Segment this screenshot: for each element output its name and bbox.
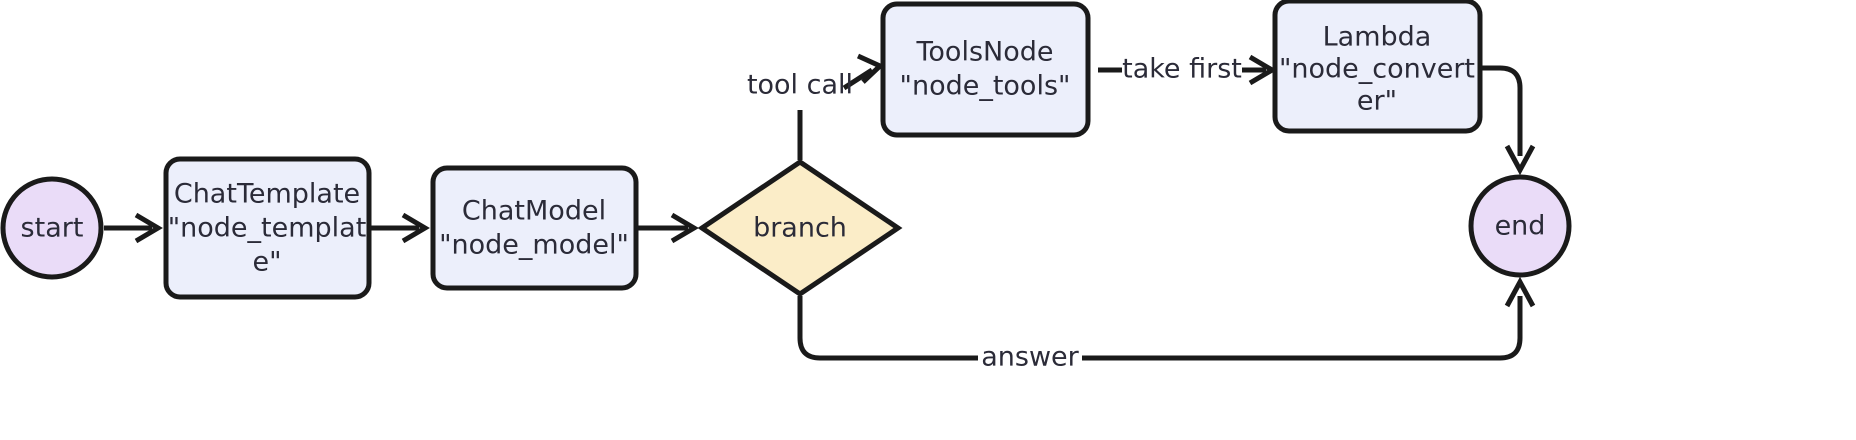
node-tools-label-line1: ToolsNode bbox=[916, 37, 1054, 68]
arrowhead-icon bbox=[1504, 276, 1536, 308]
edge-line bbox=[1480, 65, 1523, 156]
edge-start-to-template bbox=[104, 212, 163, 244]
edge-label-answer: answer bbox=[981, 342, 1079, 373]
edge-template-to-model bbox=[371, 212, 430, 244]
node-chat-template-shape[interactable] bbox=[163, 156, 372, 300]
edge-branch-to-end-answer: answer bbox=[797, 276, 1536, 375]
arrowhead-icon bbox=[1248, 54, 1277, 86]
node-converter-label-line1: Lambda bbox=[1323, 22, 1432, 53]
node-converter-shape[interactable] bbox=[1272, 0, 1483, 134]
node-end-shape[interactable] bbox=[1468, 174, 1572, 278]
node-end[interactable]: end bbox=[1468, 174, 1572, 278]
edge-line-diagonal bbox=[842, 67, 874, 91]
edge-branch-to-tools: tool call bbox=[747, 53, 885, 160]
node-chat-model[interactable]: ChatModel "node_model" bbox=[430, 165, 639, 291]
arrowhead-icon bbox=[401, 212, 430, 244]
node-converter-label-line2: "node_convert bbox=[1279, 54, 1475, 85]
node-tools-label-line2: "node_tools" bbox=[900, 71, 1071, 102]
node-chat-model-shape[interactable] bbox=[430, 165, 639, 291]
node-start[interactable]: start bbox=[0, 176, 104, 280]
edge-converter-to-end bbox=[1480, 65, 1536, 176]
node-start-label: start bbox=[21, 213, 84, 244]
arrowhead-icon bbox=[134, 212, 163, 244]
node-converter[interactable]: Lambda "node_convert er" bbox=[1272, 0, 1483, 134]
node-branch-shape[interactable] bbox=[697, 158, 903, 298]
node-converter-label-line3: er" bbox=[1357, 86, 1397, 117]
arrowhead-icon bbox=[1504, 144, 1536, 176]
node-start-shape[interactable] bbox=[0, 176, 104, 280]
node-chat-model-label-line2: "node_model" bbox=[439, 230, 629, 261]
node-chat-template-label-line3: e" bbox=[252, 247, 281, 278]
node-tools[interactable]: ToolsNode "node_tools" bbox=[880, 1, 1091, 138]
node-end-label: end bbox=[1495, 211, 1546, 242]
node-branch-label: branch bbox=[753, 213, 847, 244]
edge-line bbox=[797, 296, 1523, 361]
node-branch[interactable]: branch bbox=[697, 158, 903, 298]
edge-tools-to-converter: take first bbox=[1098, 54, 1277, 86]
arrowhead-icon bbox=[856, 53, 885, 84]
node-chat-template-label-line1: ChatTemplate bbox=[174, 179, 360, 210]
edge-label-take-first: take first bbox=[1122, 54, 1242, 85]
node-tools-shape[interactable] bbox=[880, 1, 1091, 138]
node-chat-model-label-line1: ChatModel bbox=[462, 196, 606, 227]
node-chat-template-label-line2: "node_templat bbox=[168, 213, 367, 244]
edge-label-backdrop bbox=[978, 341, 1082, 375]
arrowhead-icon bbox=[670, 212, 699, 244]
edge-model-to-branch bbox=[638, 212, 699, 244]
node-chat-template[interactable]: ChatTemplate "node_templat e" bbox=[163, 156, 372, 300]
edge-label-tool-call: tool call bbox=[747, 70, 853, 101]
